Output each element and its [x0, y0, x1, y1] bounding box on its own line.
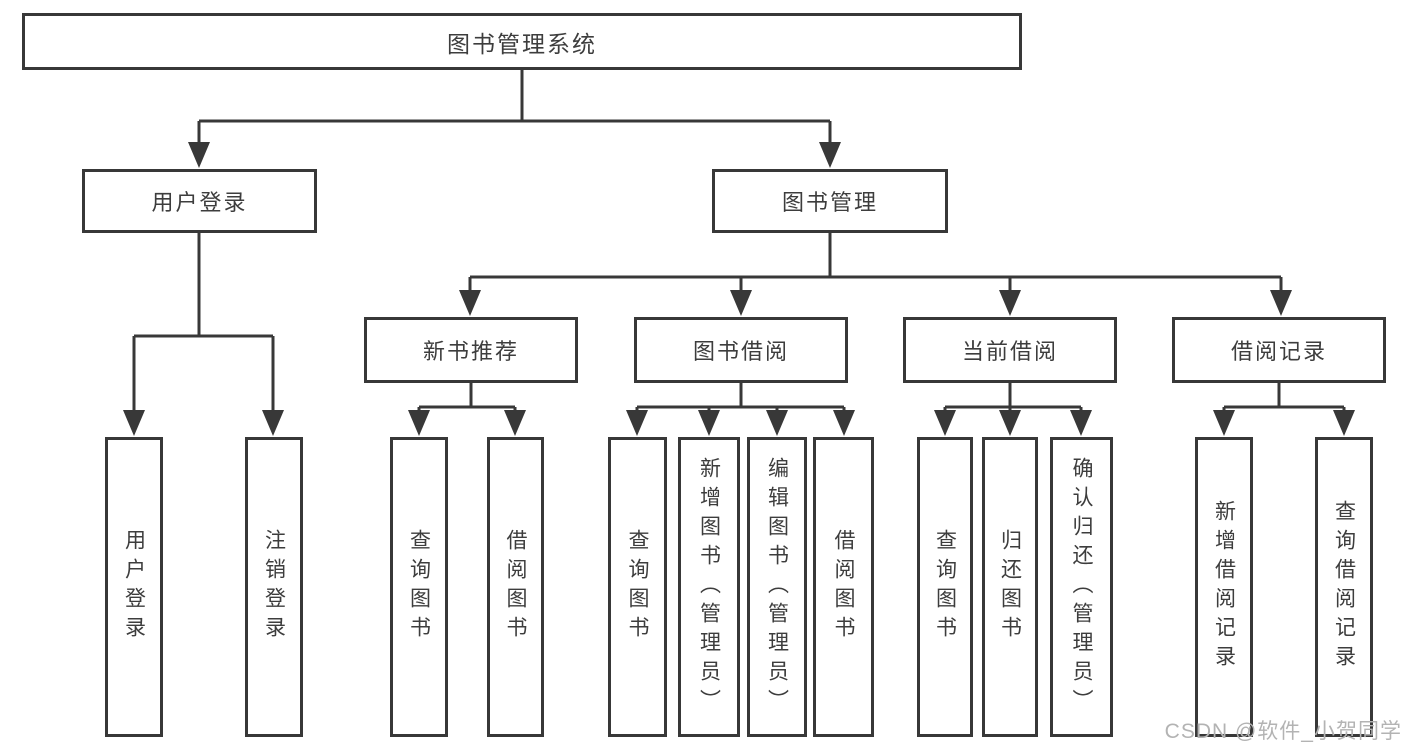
node-current-borrowing: 当前借阅 — [903, 317, 1117, 383]
leaf-return-books: 归还图书 — [982, 437, 1038, 737]
node-user-login: 用户登录 — [82, 169, 317, 233]
leaf-borrow-books-recommend: 借阅图书 — [487, 437, 544, 737]
node-book-borrowing: 图书借阅 — [634, 317, 848, 383]
leaf-query-books-recommend: 查询图书 — [390, 437, 448, 737]
leaf-query-books-current: 查询图书 — [917, 437, 973, 737]
leaf-borrow-books-borrowing: 借阅图书 — [813, 437, 874, 737]
leaf-query-borrow-record: 查询借阅记录 — [1315, 437, 1373, 737]
leaf-add-borrow-record: 新增借阅记录 — [1195, 437, 1253, 737]
node-book-management: 图书管理 — [712, 169, 948, 233]
node-borrowing-records: 借阅记录 — [1172, 317, 1386, 383]
node-new-book-recommendation: 新书推荐 — [364, 317, 578, 383]
node-library-management-system: 图书管理系统 — [22, 13, 1022, 70]
csdn-watermark: CSDN @软件_小贺同学 — [1164, 720, 1402, 743]
leaf-logout: 注销登录 — [245, 437, 303, 737]
leaf-add-book-admin: 新增图书（管理员） — [678, 437, 740, 737]
leaf-query-books-borrowing: 查询图书 — [608, 437, 667, 737]
leaf-confirm-return-admin: 确认归还（管理员） — [1050, 437, 1113, 737]
leaf-edit-book-admin: 编辑图书（管理员） — [747, 437, 807, 737]
leaf-user-login: 用户登录 — [105, 437, 163, 737]
